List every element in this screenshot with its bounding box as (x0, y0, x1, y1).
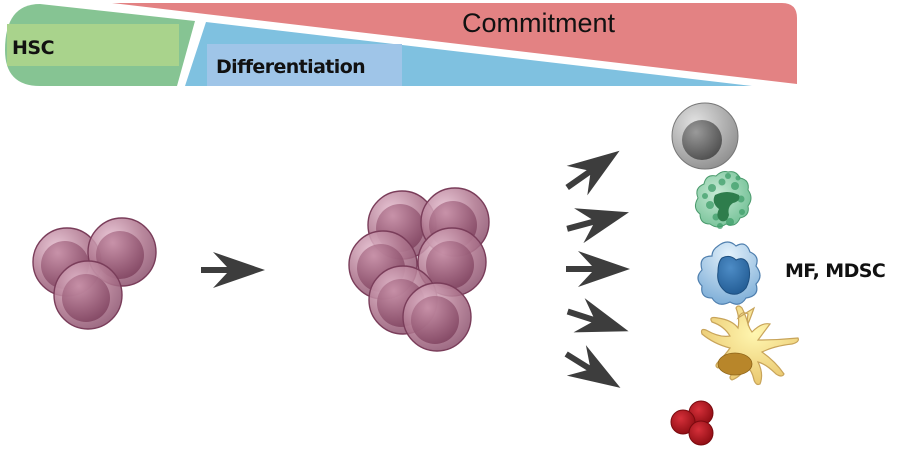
banner (5, 3, 797, 86)
dendritic-cell (700, 305, 799, 386)
hsc-label: HSC (12, 37, 55, 59)
differentiation-label: Differentiation (216, 56, 366, 78)
arrow-icon (562, 194, 634, 247)
lymphocyte-cell (671, 102, 739, 170)
arrow-icon (566, 251, 630, 287)
differentiation-label-bg (207, 44, 402, 86)
progenitor-cluster (348, 187, 490, 352)
macrophage-cell (697, 241, 761, 305)
arrow-icon (562, 294, 635, 349)
hsc-cell (53, 260, 123, 330)
macrophage-mdsc-label: MF, MDSC (785, 260, 886, 282)
granulocyte-cell (694, 171, 752, 229)
arrow-icon (556, 136, 630, 203)
fan-arrows (556, 136, 635, 404)
red-blood-cells (670, 400, 714, 446)
progenitor-cell (402, 282, 472, 352)
hsc-label-bg (7, 24, 179, 66)
commitment-label: Commitment (462, 8, 616, 38)
granules (702, 173, 745, 229)
hsc-cluster (32, 217, 157, 330)
arrow-icon (556, 338, 630, 404)
commitment-wedge (112, 3, 797, 84)
arrow-icon (201, 252, 265, 288)
